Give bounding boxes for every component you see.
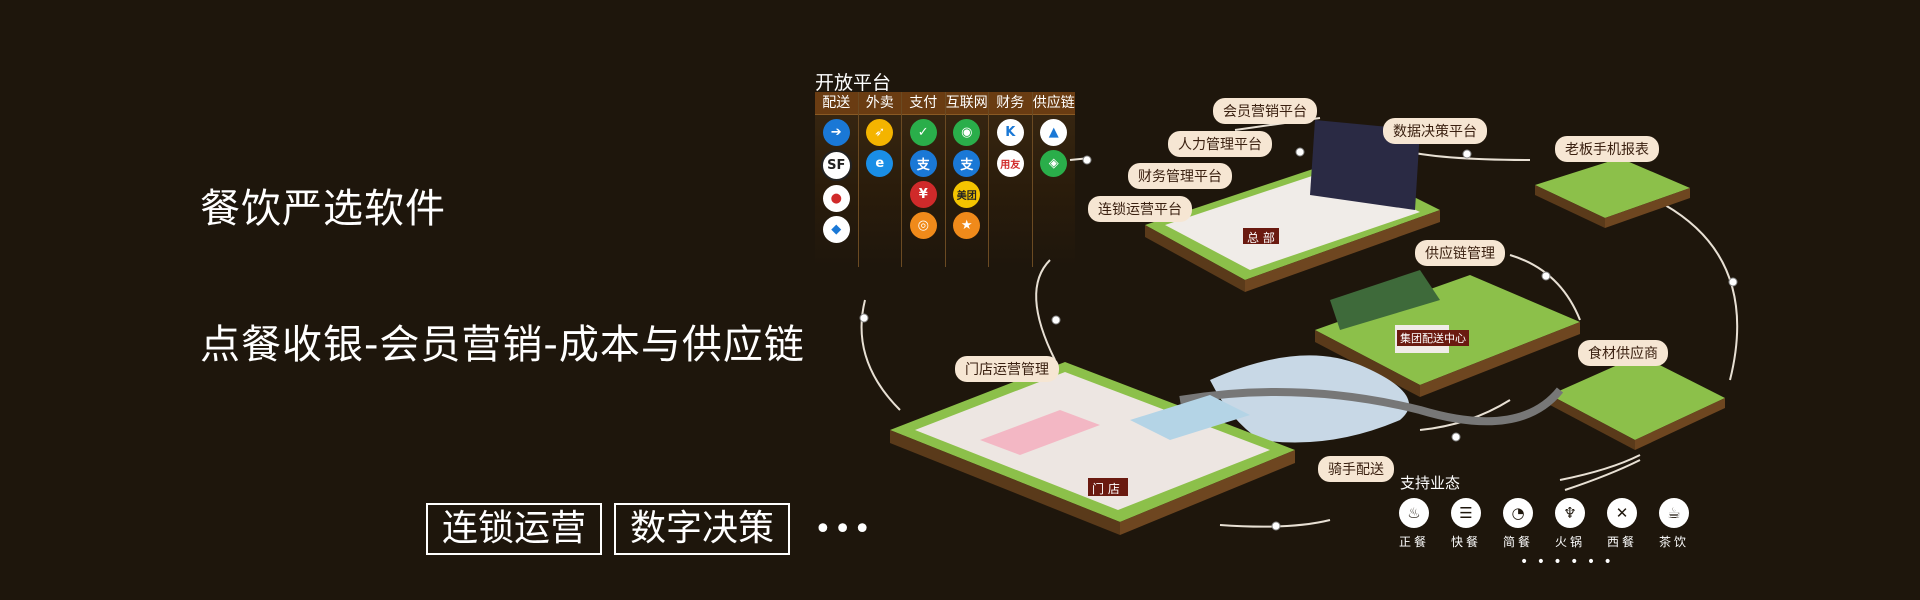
dc-sign: 集团配送中心 xyxy=(1397,330,1469,346)
wechat-icon: ◉ xyxy=(953,119,981,146)
label-rider-delivery: 骑手配送 xyxy=(1318,456,1394,482)
hotpot-icon: ♆ xyxy=(1555,498,1585,528)
eleme-icon: e xyxy=(866,150,894,177)
platform-header: 支付 xyxy=(902,92,945,115)
biz-simple-meal: ◔ 简餐 xyxy=(1501,498,1535,550)
platform-column-finance: 财务 K 用友 xyxy=(989,92,1033,267)
platform-column-takeout: 外卖 ➶ e xyxy=(858,92,902,267)
support-more-dots: • • • • • • xyxy=(1520,554,1614,570)
delivery-icon: ● xyxy=(822,185,850,212)
label-chain-platform: 连锁运营平台 xyxy=(1088,196,1192,222)
dianping-icon: ★ xyxy=(953,212,981,239)
sf-express-icon: SF xyxy=(820,150,852,181)
hero-subtitle: 点餐收银-会员营销-成本与供应链 xyxy=(200,322,805,368)
platform-column-internet: 互联网 ◉ 支 美团 ★ xyxy=(945,92,989,267)
platform-column-supply: 供应链 ▲ ◈ xyxy=(1032,92,1075,267)
supply-icon: ▲ xyxy=(1040,119,1068,146)
simple-meal-icon: ◔ xyxy=(1503,498,1533,528)
tea-drink-icon: ☕ xyxy=(1659,498,1689,528)
supply-icon: ◈ xyxy=(1040,150,1068,177)
payment-icon: ¥ xyxy=(909,181,937,208)
support-title: 支持业态 xyxy=(1400,474,1461,492)
platform-header: 财务 xyxy=(989,92,1032,115)
payment-icon: ◎ xyxy=(909,212,937,239)
biz-tea-drink: ☕ 茶饮 xyxy=(1657,498,1691,550)
yonyou-icon: 用友 xyxy=(996,150,1024,177)
alipay-icon: 支 xyxy=(953,150,981,177)
biz-fast-food: ☰ 快餐 xyxy=(1449,498,1483,550)
label-finance-platform: 财务管理平台 xyxy=(1128,163,1232,189)
western-icon: ✕ xyxy=(1607,498,1637,528)
finance-icon: K xyxy=(996,119,1024,146)
label-food-supplier: 食材供应商 xyxy=(1578,340,1668,366)
takeout-icon: ➶ xyxy=(866,119,894,146)
platform-header: 外卖 xyxy=(858,92,901,115)
formal-dining-icon: ♨ xyxy=(1399,498,1429,528)
fast-food-icon: ☰ xyxy=(1451,498,1481,528)
platform-header: 供应链 xyxy=(1032,92,1075,115)
alipay-icon: 支 xyxy=(909,150,937,177)
platform-header: 配送 xyxy=(815,92,858,115)
platform-header: 互联网 xyxy=(945,92,988,115)
delivery-icon: ➔ xyxy=(822,119,850,146)
platform-column-delivery: 配送 ➔ SF ● ◆ xyxy=(815,92,859,267)
biz-western: ✕ 西餐 xyxy=(1605,498,1639,550)
biz-formal-dining: ♨ 正餐 xyxy=(1397,498,1431,550)
label-hr-platform: 人力管理平台 xyxy=(1168,131,1272,157)
hero-title: 餐饮严选软件 xyxy=(200,186,446,232)
label-supply-chain: 供应链管理 xyxy=(1415,240,1505,266)
tag-chain-operation[interactable]: 连锁运营 xyxy=(426,503,603,555)
open-platform-panel: 配送 ➔ SF ● ◆ 外卖 ➶ e 支付 ✓ 支 ¥ ◎ 互联网 ◉ 支 美团… xyxy=(815,92,1075,267)
store-sign: 门 店 xyxy=(1092,482,1120,496)
more-dots: ••• xyxy=(814,511,874,547)
tag-digital-decision[interactable]: 数字决策 xyxy=(614,503,791,555)
wechat-pay-icon: ✓ xyxy=(909,119,937,146)
platform-column-payment: 支付 ✓ 支 ¥ ◎ xyxy=(902,92,946,267)
tag-row: 连锁运营 数字决策 ••• xyxy=(426,503,873,555)
label-member-marketing: 会员营销平台 xyxy=(1213,98,1317,124)
biz-hotpot: ♆ 火锅 xyxy=(1553,498,1587,550)
meituan-icon: 美团 xyxy=(953,181,981,208)
platform-title: 开放平台 xyxy=(815,72,892,94)
label-store-management: 门店运营管理 xyxy=(955,356,1059,382)
hq-sign: 总 部 xyxy=(1247,231,1275,245)
label-boss-report: 老板手机报表 xyxy=(1555,136,1659,162)
delivery-icon: ◆ xyxy=(822,216,850,243)
label-data-decision: 数据决策平台 xyxy=(1383,118,1487,144)
